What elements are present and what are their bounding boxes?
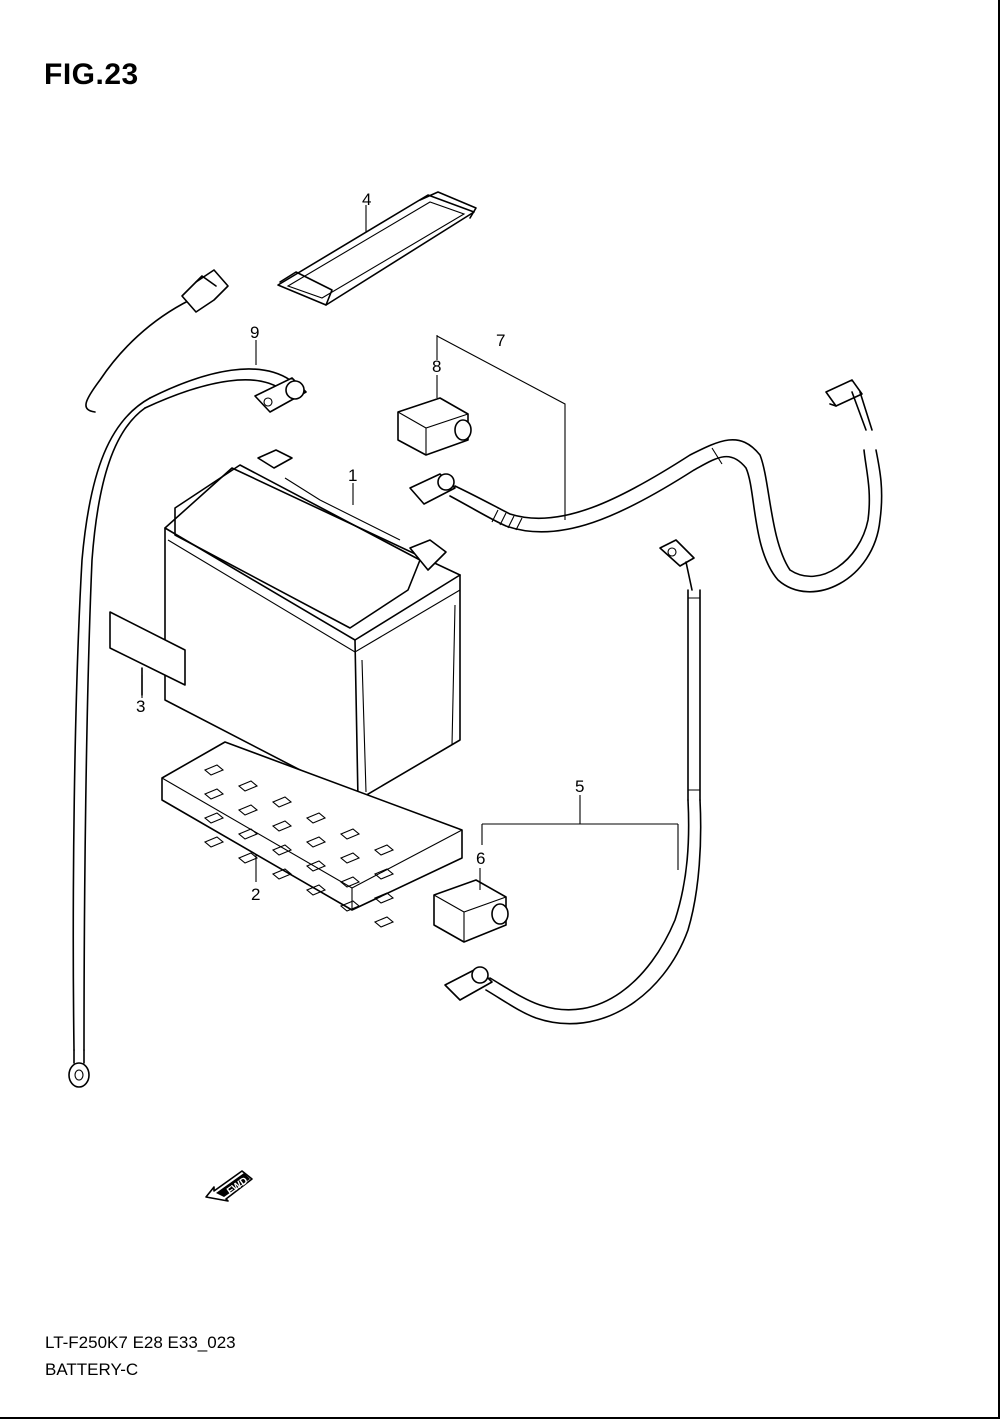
- figure-name: BATTERY-C: [45, 1360, 139, 1379]
- callout-9: 9: [250, 323, 259, 342]
- callout-2: 2: [251, 885, 260, 904]
- callout-leaders: [141, 205, 679, 890]
- tray-hole: [271, 868, 293, 880]
- callout-8: 8: [432, 357, 441, 376]
- figure-code: LT-F250K7 E28 E33_023: [45, 1333, 236, 1352]
- tray-hole: [203, 836, 225, 848]
- tray-hole: [373, 892, 395, 904]
- callout-7: 7: [496, 331, 505, 350]
- tray-hole: [305, 812, 327, 824]
- tray-holes: [203, 764, 395, 928]
- tray-hole: [203, 764, 225, 776]
- negative-lead: [433, 539, 702, 1025]
- tray-hole: [373, 868, 395, 880]
- tray-hole: [237, 828, 259, 840]
- lead-wire: [68, 269, 307, 1088]
- tray-hole: [237, 780, 259, 792]
- fwd-arrow-icon: FWD: [205, 1170, 253, 1202]
- tray-hole: [237, 852, 259, 864]
- tray-hole: [339, 876, 361, 888]
- callout-5: 5: [575, 777, 584, 796]
- tray-hole: [305, 860, 327, 872]
- tray-hole: [271, 796, 293, 808]
- tray-hole: [339, 900, 361, 912]
- tray-hole: [305, 836, 327, 848]
- callout-1: 1: [348, 466, 357, 485]
- positive-lead: [409, 379, 883, 593]
- terminal-cover-positive: [397, 397, 472, 456]
- callout-labels: 4 9 7 8 1 3 5 6 2: [136, 190, 584, 904]
- callout-3: 3: [136, 697, 145, 716]
- tray-hole: [203, 812, 225, 824]
- tray-hole: [373, 844, 395, 856]
- tray-hole: [271, 820, 293, 832]
- tray-hole: [203, 788, 225, 800]
- tray-hole: [339, 852, 361, 864]
- battery-tray: [161, 741, 463, 928]
- tray-hole: [305, 884, 327, 896]
- tray-hole: [373, 916, 395, 928]
- tray-hole: [237, 804, 259, 816]
- callout-6: 6: [476, 849, 485, 868]
- tray-hole: [271, 844, 293, 856]
- battery: [164, 449, 461, 801]
- battery-band: [277, 191, 477, 306]
- figure-title: FIG.23: [44, 58, 139, 91]
- callout-4: 4: [362, 190, 371, 209]
- tray-hole: [339, 828, 361, 840]
